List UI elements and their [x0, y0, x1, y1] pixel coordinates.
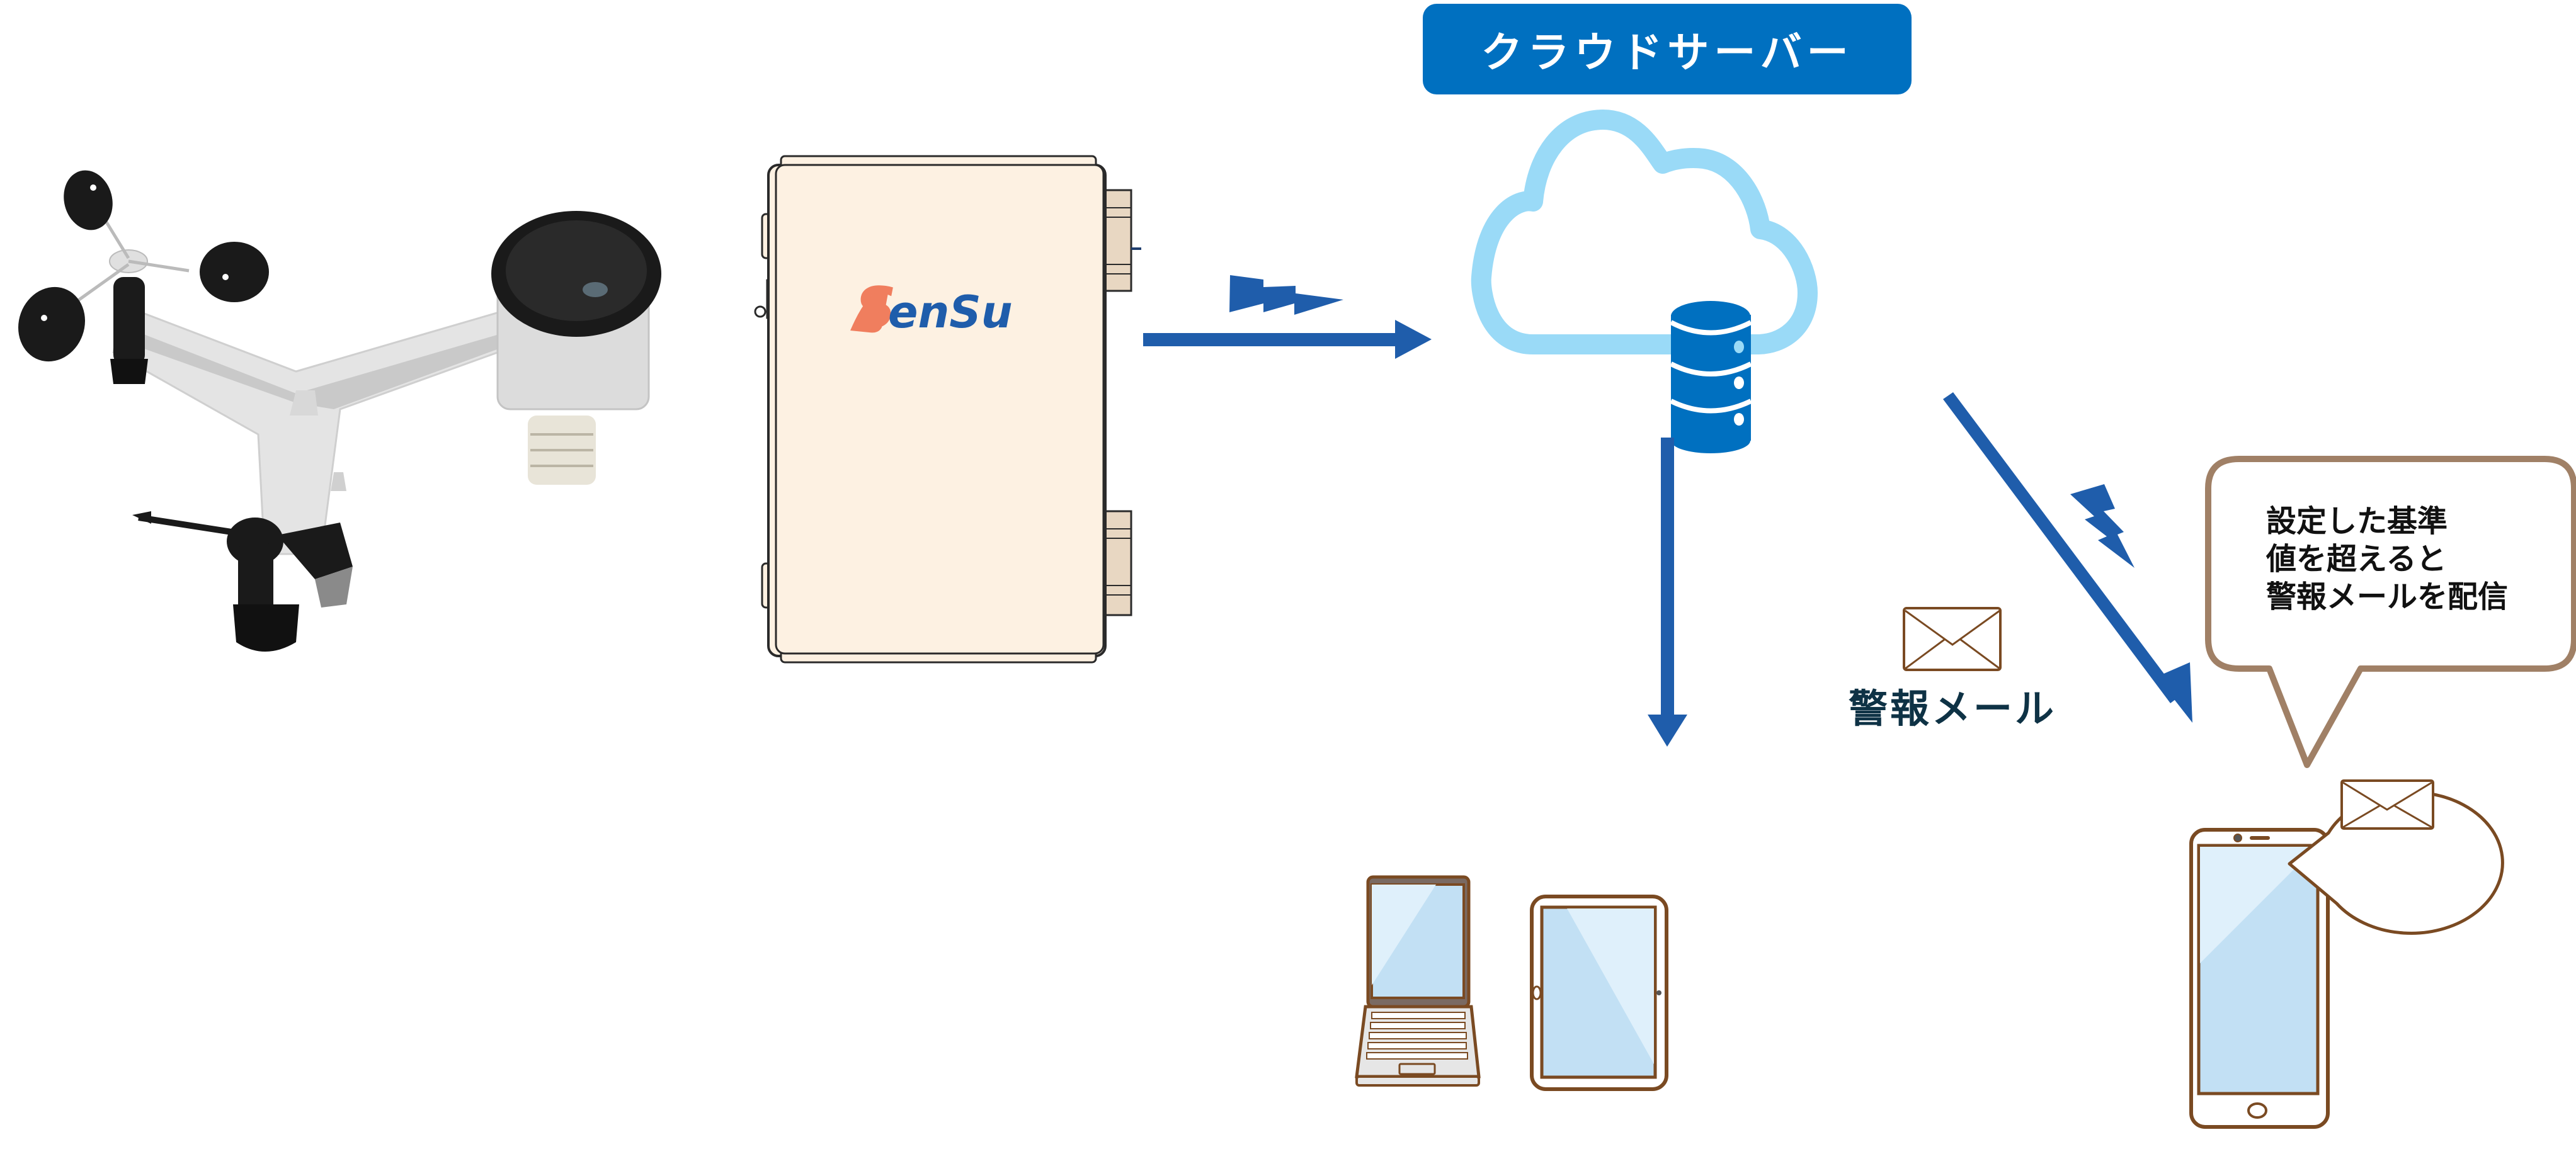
- callout-line: 警報メールを配信: [2266, 579, 2509, 614]
- mail-envelope-icon: [1903, 607, 2002, 671]
- callout-bubble: [2205, 456, 2576, 768]
- callout-text: 設定した基準 値を超えると 警報メールを配信: [2266, 502, 2531, 616]
- weather-station-icon: [18, 170, 661, 652]
- alert-mail-label: 警報メール: [1848, 686, 2056, 732]
- tablet-icon: [1530, 895, 1668, 1091]
- cloud-server-title: クラウドサーバー: [1423, 4, 1912, 94]
- laptop-icon: [1355, 875, 1481, 1087]
- smartphone-icon: [2189, 828, 2330, 1129]
- arrow-logger-to-cloud: [1143, 320, 1432, 359]
- callout-line: 設定した基準: [2266, 504, 2448, 539]
- wireless-signal-icon: [1229, 275, 1343, 315]
- sensu-logo-text: enSu: [888, 286, 1013, 338]
- sensu-logo-s: S: [855, 275, 896, 341]
- phone-notification-bubble: [2288, 779, 2504, 935]
- database-icon: [1670, 301, 1752, 453]
- notification-mail-icon: [2340, 779, 2434, 830]
- wireless-signal-icon-2: [2070, 484, 2134, 568]
- data-logger-box: S enSu: [754, 155, 1141, 664]
- arrow-cloud-to-devices: [1648, 438, 1687, 747]
- cloud-server-title-text: クラウドサーバー: [1481, 28, 1854, 77]
- arrow-cloud-to-smartphone: [1943, 392, 2192, 723]
- cloud-icon: [1471, 110, 1818, 354]
- callout-line: 値を超えると: [2266, 541, 2447, 577]
